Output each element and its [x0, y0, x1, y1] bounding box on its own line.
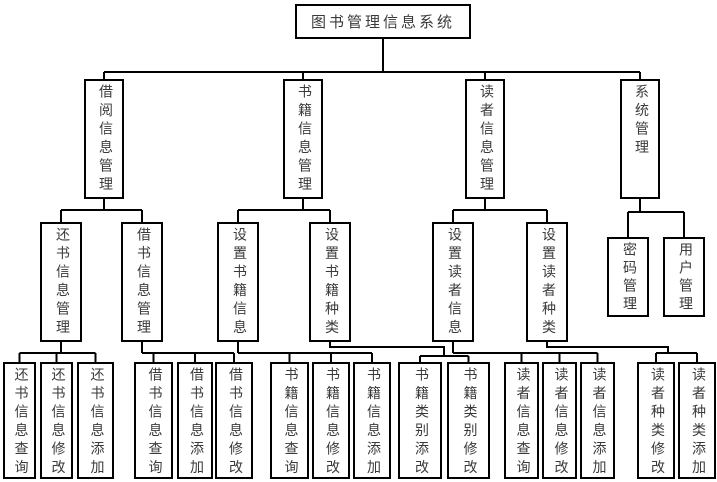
node-label: 图书管理信息系统: [310, 15, 455, 31]
node-label: 读者信息修改: [552, 367, 568, 478]
node-label: 书籍类别修改: [461, 367, 477, 478]
node-set-reader-info: 设置读者信息: [432, 222, 474, 342]
node-user-mgmt: 用户管理: [663, 237, 705, 317]
node-label: 借书信息查询: [146, 367, 162, 478]
node-label: 书籍信息添加: [365, 367, 380, 478]
connector-lend-leaves: [141, 342, 235, 362]
node-label: 设置读者种类: [540, 227, 555, 338]
node-readercat-add: 读者种类添加: [678, 362, 716, 479]
node-set-book-category: 设置书籍种类: [309, 222, 351, 342]
node-label: 书籍信息管理: [296, 84, 311, 195]
node-label: 书籍信息查询: [282, 367, 298, 478]
node-label: 借书信息修改: [227, 367, 242, 478]
node-lend-modify: 借书信息修改: [215, 362, 253, 479]
node-bookinfo-query: 书籍信息查询: [270, 362, 309, 479]
node-readerinfo-add: 读者信息添加: [580, 362, 615, 479]
connector-bookcat-leaves: [329, 342, 470, 362]
node-label: 设置读者信息: [446, 227, 461, 338]
node-label: 书籍信息修改: [324, 367, 339, 478]
node-return-book-mgmt: 还书信息管理: [40, 222, 82, 342]
node-label: 借阅信息管理: [97, 84, 112, 195]
node-label: 读者信息管理: [478, 84, 493, 195]
connector-borrow-group: [60, 199, 143, 222]
node-label: 设置书籍信息: [231, 227, 246, 338]
node-book-info-mgmt: 书籍信息管理: [283, 79, 323, 199]
node-readercat-modify: 读者种类修改: [637, 362, 675, 479]
node-bookinfo-add: 书籍信息添加: [353, 362, 391, 479]
node-label: 借书信息管理: [135, 227, 150, 338]
connector-readercat-leaves: [546, 342, 698, 362]
node-lend-add: 借书信息添加: [177, 362, 213, 479]
connector-bookinfo-leaves: [237, 342, 373, 362]
node-label: 系统管理: [633, 84, 648, 158]
node-label: 用户管理: [677, 242, 692, 314]
node-label: 借书信息添加: [188, 367, 203, 478]
node-label: 读者信息查询: [514, 367, 530, 478]
node-label: 密码管理: [621, 242, 636, 314]
node-label: 书籍类别添改: [413, 367, 428, 478]
connector-system-group: [627, 199, 685, 237]
node-label: 还书信息查询: [12, 367, 28, 478]
node-bookcat-modify: 书籍类别修改: [447, 362, 490, 479]
node-label: 设置书籍种类: [323, 227, 338, 338]
node-return-modify: 还书信息修改: [40, 362, 73, 479]
node-lend-book-mgmt: 借书信息管理: [121, 222, 163, 342]
node-password-mgmt: 密码管理: [607, 237, 649, 317]
node-label: 读者种类修改: [649, 367, 664, 478]
node-label: 读者信息添加: [590, 367, 606, 478]
node-reader-info-mgmt: 读者信息管理: [465, 79, 505, 199]
connector-reader-group: [452, 199, 548, 222]
connector-book-group: [237, 199, 331, 222]
node-borrow-info-mgmt: 借阅信息管理: [84, 79, 124, 199]
node-set-reader-category: 设置读者种类: [526, 222, 568, 342]
node-label: 还书信息添加: [88, 367, 104, 478]
node-set-book-info: 设置书籍信息: [217, 222, 259, 342]
connector-return-leaves: [18, 342, 97, 362]
node-label: 还书信息修改: [49, 367, 65, 478]
node-bookinfo-modify: 书籍信息修改: [312, 362, 350, 479]
node-readerinfo-modify: 读者信息修改: [542, 362, 577, 479]
connector-root-to-level2: [103, 39, 641, 79]
node-lend-query: 借书信息查询: [134, 362, 173, 479]
node-readerinfo-query: 读者信息查询: [504, 362, 539, 479]
node-bookcat-add-modify: 书籍类别添改: [398, 362, 442, 479]
node-label: 读者种类添加: [690, 367, 705, 478]
node-root-library-mis: 图书管理信息系统: [295, 4, 471, 39]
node-return-query: 还书信息查询: [3, 362, 36, 479]
node-system-mgmt: 系统管理: [620, 79, 660, 199]
connector-readerinfo-leaves: [452, 342, 599, 362]
node-label: 还书信息管理: [54, 227, 69, 338]
node-return-add: 还书信息添加: [77, 362, 114, 479]
